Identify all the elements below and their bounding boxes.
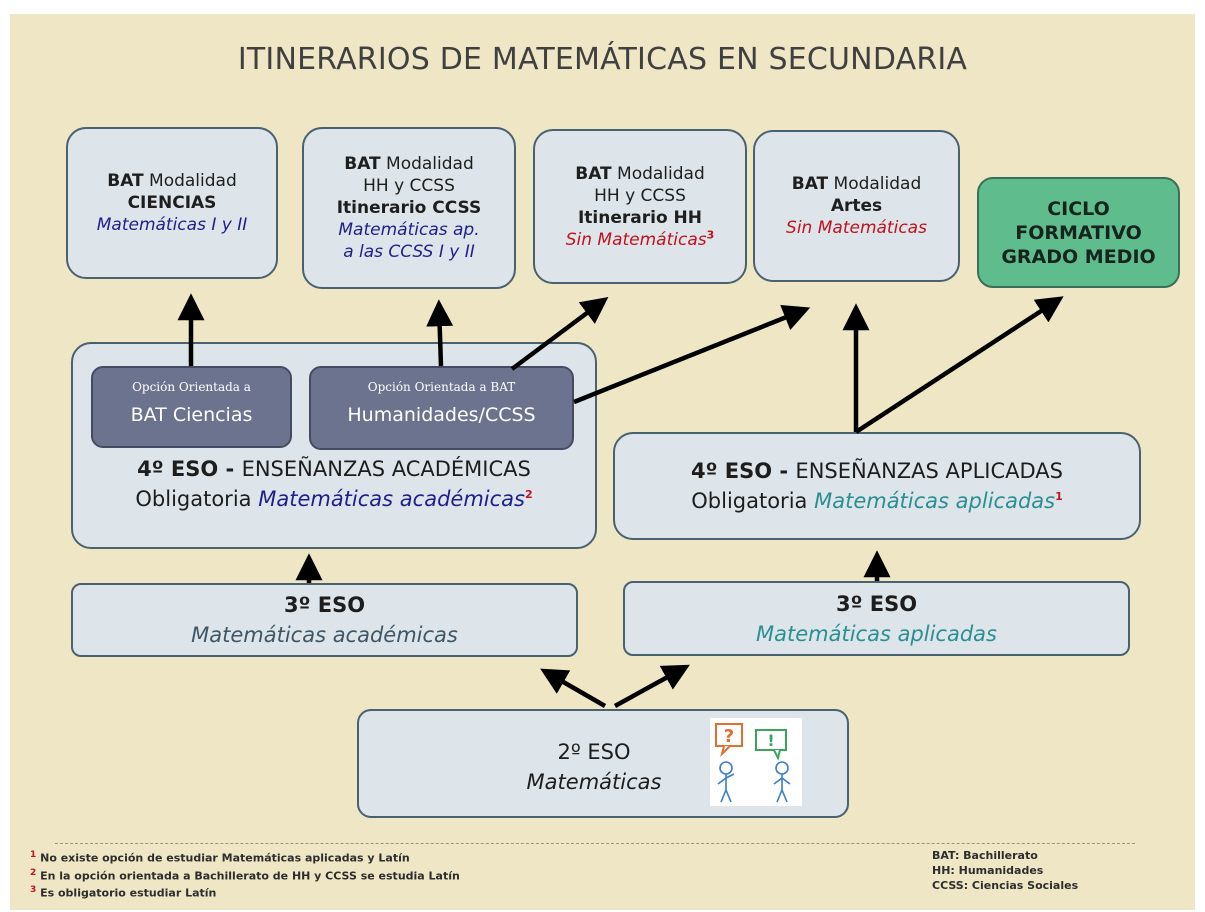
- arrow-eso2-to-eso3-acad: [540, 668, 607, 708]
- footnote-marker: 2: [524, 488, 533, 501]
- bat-modality: Artes: [830, 196, 883, 216]
- bat-modality: CIENCIAS: [127, 193, 217, 213]
- bat-subject-a: Matemáticas ap.: [338, 220, 480, 240]
- option-bat-humanidades: Opción Orientada a BAT Humanidades/CCSS: [309, 366, 574, 450]
- arrow-eso4-apl-to-ciclo: [854, 296, 1064, 434]
- footnote-num: 3: [30, 885, 37, 896]
- bat-line: Modalidad: [149, 171, 237, 191]
- bat-line: Modalidad: [386, 154, 474, 174]
- bat-modality: HH y CCSS: [363, 176, 455, 196]
- eso3-label: 3º ESO: [835, 591, 918, 616]
- ciclo-formativo-box: CICLO FORMATIVO GRADO MEDIO: [977, 177, 1180, 288]
- arrow-eso2-to-eso3-apl: [613, 664, 690, 708]
- bat-hh-box: BAT Modalidad HH y CCSS Itinerario HH Si…: [533, 129, 747, 284]
- footnote-text: No existe opción de estudiar Matemáticas…: [40, 851, 410, 865]
- footnote-num: 2: [30, 867, 37, 878]
- footnote-num: 1: [30, 850, 37, 860]
- eso4-subject: Matemáticas aplicadas: [814, 489, 1056, 513]
- option-small-label: Opción Orientada a BAT: [367, 380, 516, 394]
- option-bat-ciencias: Opción Orientada a BAT Ciencias: [91, 366, 292, 448]
- eso4-oblig: Obligatoria: [135, 487, 252, 511]
- glossary: BAT: Bachillerato HH: Humanidades CCSS: …: [932, 848, 1078, 893]
- ciclo-line: GRADO MEDIO: [1001, 245, 1156, 268]
- ciclo-line: FORMATIVO: [1015, 221, 1142, 244]
- eso4-oblig: Obligatoria: [691, 489, 808, 513]
- footnote-3: 3 Es obligatorio estudiar Latín: [30, 883, 460, 901]
- eso4-track: ENSEÑANZAS ACADÉMICAS: [241, 457, 531, 481]
- arrow-opt-hum-to-bat-ccss: [426, 299, 454, 367]
- bat-ccss-box: BAT Modalidad HH y CCSS Itinerario CCSS …: [302, 127, 516, 289]
- diagram-canvas: ITINERARIOS DE MATEMÁTICAS EN SECUNDARIA…: [10, 14, 1195, 910]
- eso3-aplicadas-box: 3º ESO Matemáticas aplicadas: [623, 581, 1130, 656]
- glossary-item: HH: Humanidades: [932, 864, 1044, 877]
- eso2-label: 2º ESO: [557, 740, 631, 764]
- eso4-subject: Matemáticas académicas: [258, 487, 525, 511]
- bat-line: Modalidad: [617, 163, 705, 184]
- footnote-marker: 1: [1055, 490, 1063, 503]
- footnote-2: 2 En la opción orientada a Bachillerato …: [30, 866, 460, 884]
- eso4-dash: -: [218, 457, 242, 481]
- glossary-item: CCSS: Ciencias Sociales: [932, 879, 1079, 892]
- bat-subject: Sin Matemáticas: [565, 229, 707, 250]
- arrow-opt-hum-to-bat-hh: [510, 296, 609, 371]
- eso3-label: 3º ESO: [283, 593, 366, 617]
- bat-prefix: BAT: [107, 171, 144, 191]
- eso3-academicas-box: 3º ESO Matemáticas académicas: [71, 583, 578, 657]
- bat-itinerary: Itinerario CCSS: [336, 198, 482, 218]
- connector-arrows: [177, 293, 1064, 708]
- option-big-label: Humanidades/CCSS: [347, 404, 536, 426]
- eso2-box: 2º ESO Matemáticas ? !: [357, 709, 849, 818]
- footnote-marker: 3: [706, 227, 715, 241]
- question-mark: ?: [724, 726, 734, 747]
- eso4-dash: -: [772, 459, 796, 483]
- eso4-label: 4º ESO: [137, 457, 219, 481]
- page-title: ITINERARIOS DE MATEMÁTICAS EN SECUNDARIA: [237, 42, 968, 77]
- bat-subject: Sin Matemáticas: [786, 218, 927, 238]
- bat-artes-box: BAT Modalidad Artes Sin Matemáticas: [753, 130, 960, 282]
- footnote-text: En la opción orientada a Bachillerato de…: [40, 869, 460, 883]
- footnote-text: Es obligatorio estudiar Latín: [40, 886, 217, 900]
- option-small-label: Opción Orientada a: [132, 380, 251, 394]
- question-exclamation-illustration: ? !: [710, 718, 802, 806]
- bat-subject-b: a las CCSS I y II: [343, 242, 475, 262]
- arrow-opt-hum-to-bat-artes: [573, 304, 811, 405]
- footnote-1: 1 No existe opción de estudiar Matemátic…: [30, 848, 460, 866]
- bat-prefix: BAT: [791, 174, 829, 194]
- glossary-item: BAT: Bachillerato: [932, 849, 1038, 862]
- exclamation-mark: !: [767, 731, 774, 750]
- footnotes: 1 No existe opción de estudiar Matemátic…: [30, 848, 460, 901]
- bat-ciencias-box: BAT Modalidad CIENCIAS Matemáticas I y I…: [66, 127, 278, 279]
- eso3-subject: Matemáticas aplicadas: [756, 621, 997, 646]
- eso3-subject: Matemáticas académicas: [191, 623, 458, 647]
- bat-line: Modalidad: [833, 174, 922, 194]
- bat-modality: HH y CCSS: [594, 185, 686, 206]
- bat-prefix: BAT: [344, 154, 381, 174]
- bat-prefix: BAT: [575, 163, 612, 184]
- eso4-label: 4º ESO: [690, 459, 773, 483]
- ciclo-line: CICLO: [1047, 197, 1110, 220]
- bat-itinerary: Itinerario HH: [577, 207, 703, 228]
- footer-divider: [55, 843, 1135, 844]
- eso2-subject: Matemáticas: [526, 770, 662, 794]
- eso4-aplicadas-box: 4º ESO - ENSEÑANZAS APLICADAS Obligatori…: [613, 432, 1141, 540]
- option-big-label: BAT Ciencias: [130, 404, 253, 426]
- eso4-track: ENSEÑANZAS APLICADAS: [795, 459, 1063, 483]
- bat-subject: Matemáticas I y II: [96, 215, 248, 235]
